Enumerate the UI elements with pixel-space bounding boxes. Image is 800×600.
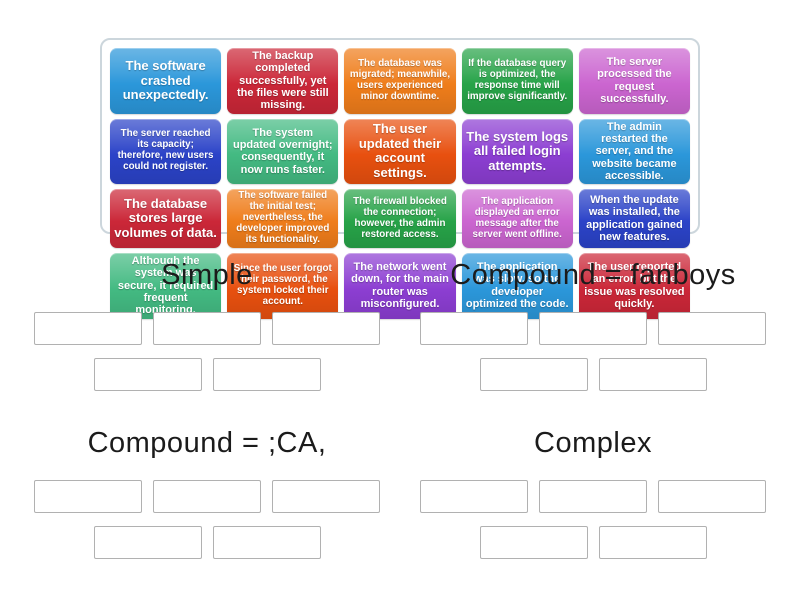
- group-title: Compound = fanboys: [450, 258, 736, 291]
- sentence-tile[interactable]: The admin restarted the server, and the …: [578, 118, 690, 185]
- sentence-tile[interactable]: The software failed the initial test; ne…: [227, 189, 339, 248]
- drop-slot[interactable]: [212, 526, 321, 559]
- sentence-tile[interactable]: Since the user forgot their password, th…: [227, 252, 339, 319]
- sentence-tile[interactable]: The server reached its capacity; therefo…: [110, 118, 222, 185]
- sentence-tile[interactable]: The application was slow, so the develop…: [461, 252, 573, 319]
- sentence-tile[interactable]: The backup completed successfully, yet t…: [227, 48, 339, 114]
- group-title: Compound = ;CA,: [87, 426, 327, 459]
- sentence-tile[interactable]: The system updated overnight; consequent…: [227, 118, 339, 185]
- group-complex: Complex: [400, 423, 786, 559]
- tile-tray: The software crashed unexpectedly.The ba…: [100, 38, 700, 319]
- drop-slot[interactable]: [598, 358, 707, 391]
- group-simple: Simple: [14, 255, 400, 391]
- group-compound-fanboys: Compound = fanboys: [400, 255, 786, 391]
- drop-slot[interactable]: [93, 358, 202, 391]
- slot-row: [34, 312, 380, 345]
- sentence-tile[interactable]: The network went down, for the main rout…: [344, 252, 456, 319]
- drop-slot[interactable]: [34, 312, 142, 345]
- drop-slot[interactable]: [420, 312, 528, 345]
- group-title: Simple: [161, 258, 253, 291]
- drop-slot[interactable]: [598, 526, 707, 559]
- drop-slot[interactable]: [420, 480, 528, 513]
- sentence-tile[interactable]: The system logs all failed login attempt…: [461, 118, 573, 185]
- drop-slot[interactable]: [34, 480, 142, 513]
- drop-slot[interactable]: [272, 312, 380, 345]
- sentence-tile[interactable]: The server processed the request success…: [578, 48, 690, 114]
- drop-slot[interactable]: [539, 312, 647, 345]
- slot-row: [93, 526, 321, 559]
- drop-slot[interactable]: [153, 480, 261, 513]
- drop-slot[interactable]: [658, 480, 766, 513]
- drop-slot[interactable]: [658, 312, 766, 345]
- slot-row: [479, 358, 707, 391]
- slot-row: [34, 480, 380, 513]
- slot-row: [93, 358, 321, 391]
- drop-slot[interactable]: [479, 358, 588, 391]
- sentence-tile[interactable]: The software crashed unexpectedly.: [110, 48, 222, 114]
- sentence-tile[interactable]: Although the system was secure, it requi…: [110, 252, 222, 319]
- sentence-tile[interactable]: If the database query is optimized, the …: [461, 48, 573, 114]
- sentence-tile[interactable]: The firewall blocked the connection; how…: [344, 189, 456, 248]
- drop-slot[interactable]: [212, 358, 321, 391]
- sentence-tile[interactable]: The database stores large volumes of dat…: [110, 189, 222, 248]
- drop-slot[interactable]: [272, 480, 380, 513]
- sentence-tile[interactable]: When the update was installed, the appli…: [578, 189, 690, 248]
- slot-row: [420, 312, 766, 345]
- sentence-tile[interactable]: The user updated their account settings.: [344, 118, 456, 185]
- drop-groups: Simple Compound = fanboys: [0, 255, 800, 559]
- sentence-tile[interactable]: The application displayed an error messa…: [461, 189, 573, 248]
- drop-slot[interactable]: [153, 312, 261, 345]
- slot-row: [420, 480, 766, 513]
- drop-slot[interactable]: [539, 480, 647, 513]
- drop-slot[interactable]: [479, 526, 588, 559]
- sentence-tile[interactable]: The user reported an error, but the issu…: [578, 252, 690, 319]
- drop-slot[interactable]: [93, 526, 202, 559]
- group-title: Complex: [534, 426, 652, 459]
- sentence-tile[interactable]: The database was migrated; meanwhile, us…: [344, 48, 456, 114]
- group-compound-ca: Compound = ;CA,: [14, 423, 400, 559]
- slot-row: [479, 526, 707, 559]
